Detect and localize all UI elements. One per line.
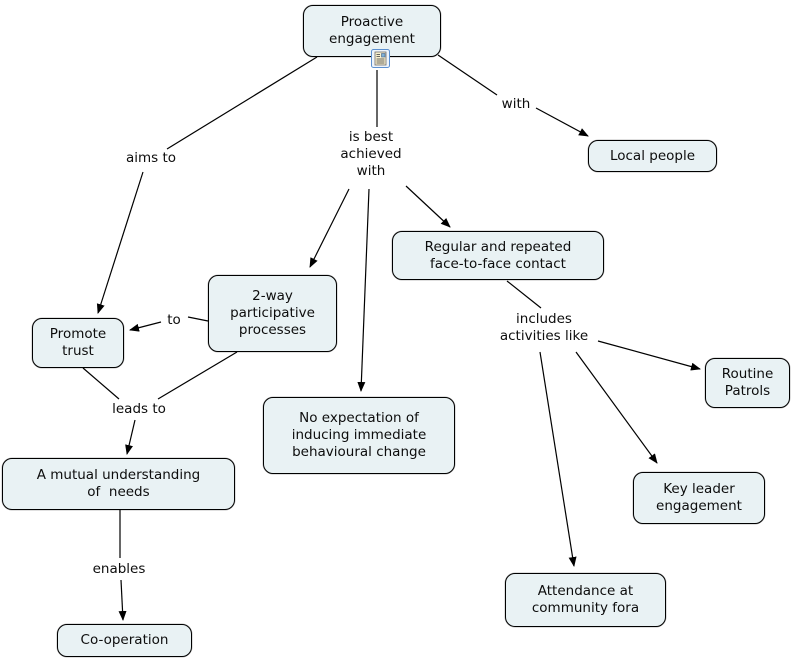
link-phrase-aims-to[interactable]: aims to — [123, 150, 179, 167]
link-phrase-includes-activities-like[interactable]: includes activities like — [497, 311, 591, 345]
edge-leads-to — [82, 351, 238, 455]
link-phrase-is-best-achieved-with[interactable]: is best achieved with — [338, 129, 404, 180]
node-promote-trust[interactable]: Promote trust — [32, 318, 124, 368]
edge-is-best-achieved-with — [309, 70, 451, 392]
edge-with — [437, 54, 589, 137]
node-co-operation[interactable]: Co-operation — [57, 624, 192, 657]
node-regular-repeated-contact[interactable]: Regular and repeated face-to-face contac… — [392, 231, 604, 280]
link-phrase-to[interactable]: to — [165, 312, 183, 329]
node-attendance-community-fora[interactable]: Attendance at community fora — [505, 573, 666, 627]
node-routine-patrols[interactable]: Routine Patrols — [705, 358, 790, 408]
node-no-expectation[interactable]: No expectation of inducing immediate beh… — [263, 397, 455, 474]
edge-to — [129, 316, 209, 332]
edge-aims-to — [96, 56, 318, 314]
link-phrase-enables[interactable]: enables — [90, 561, 148, 578]
link-phrase-with[interactable]: with — [499, 96, 533, 113]
resource-icon[interactable] — [371, 49, 390, 68]
node-mutual-understanding[interactable]: A mutual understanding of needs — [2, 458, 235, 510]
link-phrase-leads-to[interactable]: leads to — [110, 401, 168, 418]
node-local-people[interactable]: Local people — [588, 140, 717, 172]
edge-includes-activities-like — [506, 280, 701, 567]
edge-enables — [118, 510, 127, 621]
node-2-way-participative-processes[interactable]: 2-way participative processes — [208, 275, 337, 352]
node-key-leader-engagement[interactable]: Key leader engagement — [633, 472, 765, 524]
